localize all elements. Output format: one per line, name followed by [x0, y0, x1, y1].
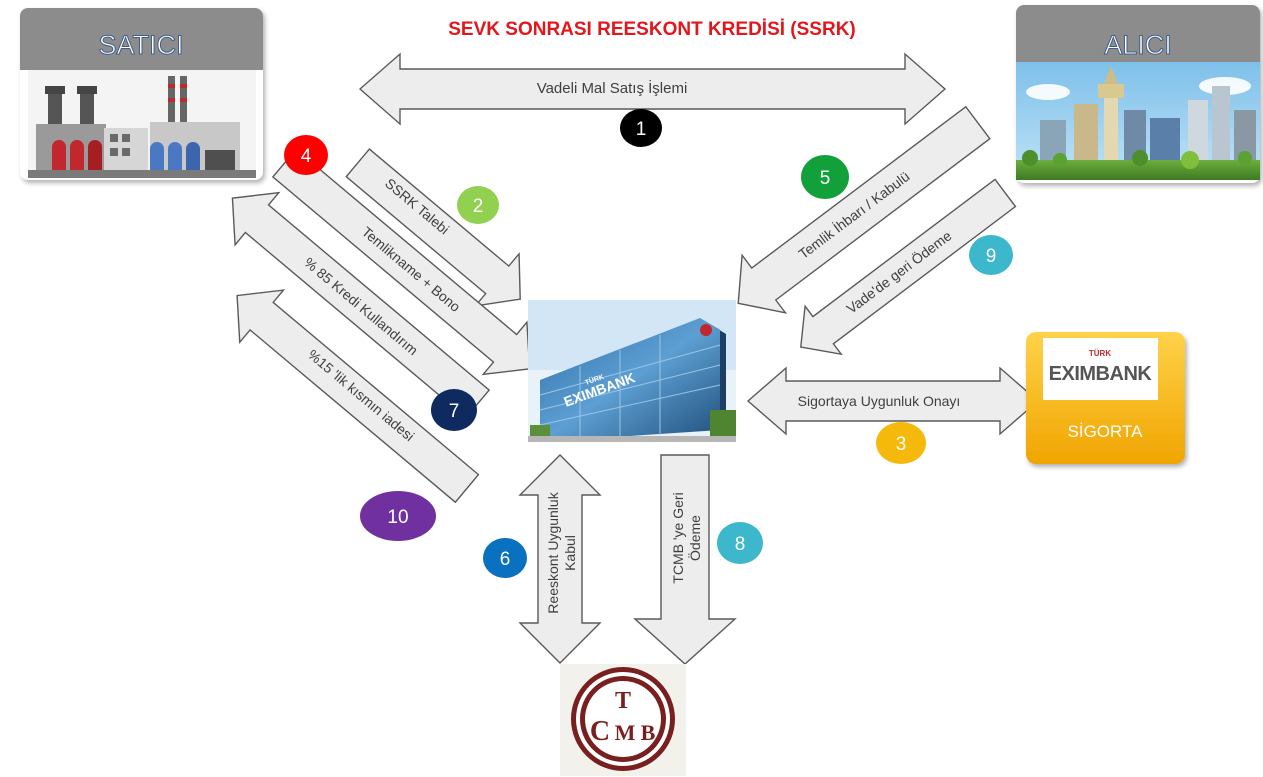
arrow-step-8	[633, 454, 737, 665]
insurance-logo-box	[1043, 338, 1158, 400]
tcmb-letter-b: B	[641, 720, 656, 745]
step-8-label-line-2: Ödeme	[686, 515, 703, 561]
step-9-badge: 9	[969, 235, 1013, 275]
svg-text:5: 5	[820, 168, 831, 189]
step-2-badge: 2	[457, 186, 499, 224]
step-7-badge: 7	[431, 389, 477, 431]
step-4-badge: 4	[284, 135, 328, 175]
step-6-label-line-2: Kabul	[562, 535, 578, 571]
diagram-title: SEVK SONRASI REESKONT KREDİSİ (SSRK)	[448, 19, 856, 40]
buyer-label: ALICI	[1104, 30, 1172, 60]
arrow-step-9	[800, 178, 1017, 356]
step-9-label: Vade'de geri Ödeme	[843, 226, 955, 316]
insurance-logo-text: EXIMBANK	[1049, 363, 1153, 385]
eximbank-building-photo	[528, 300, 736, 442]
arrow-step-7	[231, 191, 491, 419]
step-6-label-line-1: Reeskont Uygunluk	[545, 491, 561, 613]
svg-text:3: 3	[896, 434, 907, 455]
arrow-step-5	[737, 105, 991, 314]
step-3-badge: 3	[876, 422, 926, 464]
step-5-badge: 5	[801, 155, 849, 199]
svg-text:2: 2	[473, 196, 484, 217]
svg-text:10: 10	[387, 507, 408, 528]
tcmb-letter-c: C	[590, 716, 610, 747]
step-6-badge: 6	[483, 538, 527, 578]
svg-text:9: 9	[986, 246, 997, 267]
arrow-step-6	[518, 454, 602, 664]
insurance-label: SİGORTA	[1068, 422, 1144, 441]
city-skyline-illustration	[1016, 62, 1260, 180]
arrow-step-2	[345, 148, 521, 307]
seller-label: SATICI	[98, 30, 183, 60]
step-8-label-line-1: TCMB 'ye Geri	[670, 492, 686, 583]
svg-text:4: 4	[301, 146, 312, 167]
svg-text:8: 8	[735, 534, 746, 555]
arrow-step-4	[271, 148, 531, 376]
insurance-logo-small: TÜRK	[1089, 349, 1111, 358]
arrow-step-10	[236, 289, 480, 504]
svg-text:6: 6	[500, 549, 511, 570]
svg-text:1: 1	[636, 119, 647, 140]
step-1-badge: 1	[620, 109, 662, 147]
step-8-badge: 8	[717, 522, 763, 564]
tcmb-letter-t: T	[615, 688, 631, 714]
tcmb-logo	[560, 664, 686, 776]
arrow-step-1	[358, 52, 947, 126]
step-3-label: Sigortaya Uygunluk Onayı	[798, 393, 961, 409]
tcmb-letter-m: M	[615, 720, 636, 745]
factory-illustration	[28, 70, 256, 178]
step-10-badge: 10	[360, 491, 436, 541]
svg-text:7: 7	[449, 401, 460, 422]
step-1-label: Vadeli Mal Satış İşlemi	[537, 79, 688, 97]
